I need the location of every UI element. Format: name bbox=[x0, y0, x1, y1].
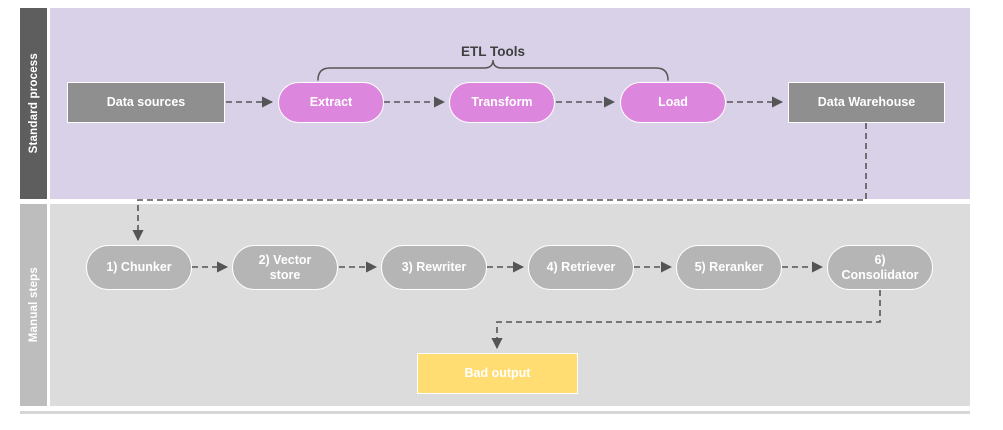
node-data-sources[interactable]: Data sources bbox=[67, 82, 225, 123]
footer-divider bbox=[20, 411, 970, 414]
node-consolidator[interactable]: 6) Consolidator bbox=[827, 245, 933, 290]
node-data-warehouse[interactable]: Data Warehouse bbox=[788, 82, 945, 123]
node-consolidator-label: 6) Consolidator bbox=[841, 253, 919, 282]
node-chunker[interactable]: 1) Chunker bbox=[86, 245, 192, 290]
node-retriever[interactable]: 4) Retriever bbox=[528, 245, 634, 290]
node-bad-output[interactable]: Bad output bbox=[417, 353, 578, 394]
node-data-warehouse-label: Data Warehouse bbox=[817, 95, 916, 110]
node-reranker[interactable]: 5) Reranker bbox=[676, 245, 782, 290]
node-reranker-label: 5) Reranker bbox=[694, 260, 764, 275]
node-extract-label: Extract bbox=[309, 95, 353, 110]
node-load-label: Load bbox=[658, 95, 688, 110]
node-chunker-label: 1) Chunker bbox=[106, 260, 172, 275]
node-extract[interactable]: Extract bbox=[278, 82, 384, 123]
node-rewriter-label: 3) Rewriter bbox=[401, 260, 467, 275]
lane-label-standard-process-text: Standard process bbox=[27, 53, 40, 154]
node-load[interactable]: Load bbox=[620, 82, 726, 123]
node-retriever-label: 4) Retriever bbox=[546, 260, 616, 275]
node-bad-output-label: Bad output bbox=[464, 366, 531, 381]
etl-tools-bracket-label: ETL Tools bbox=[461, 44, 525, 59]
lane-label-manual-steps: Manual steps bbox=[20, 204, 47, 406]
node-data-sources-label: Data sources bbox=[106, 95, 186, 110]
node-vector-store-label: 2) Vector store bbox=[258, 253, 312, 282]
lane-label-standard-process: Standard process bbox=[20, 8, 47, 199]
node-vector-store[interactable]: 2) Vector store bbox=[232, 245, 338, 290]
node-transform-label: Transform bbox=[471, 95, 533, 110]
node-transform[interactable]: Transform bbox=[449, 82, 555, 123]
lane-label-manual-steps-text: Manual steps bbox=[27, 267, 40, 343]
node-rewriter[interactable]: 3) Rewriter bbox=[381, 245, 487, 290]
